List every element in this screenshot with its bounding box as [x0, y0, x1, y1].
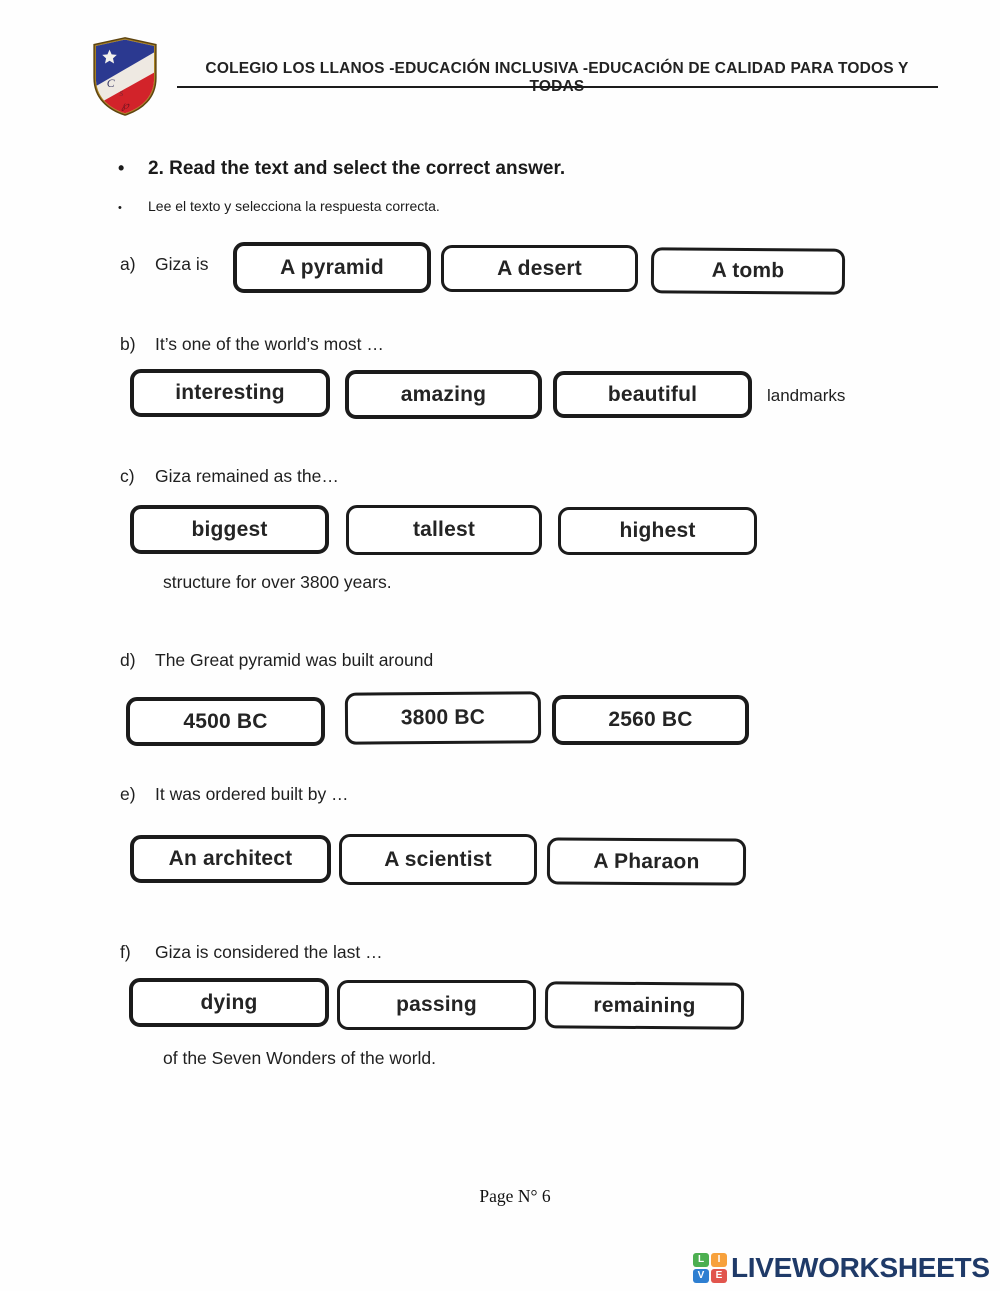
question-letter: f)	[120, 942, 131, 962]
option-dying[interactable]: dying	[129, 978, 329, 1027]
question-letter: e)	[120, 784, 136, 804]
option-4500bc[interactable]: 4500 BC	[126, 697, 325, 746]
liveworksheets-wordmark: LIVEWORKSHEETS	[731, 1252, 990, 1283]
bullet-icon: •	[118, 158, 125, 178]
question-c-continuation: structure for over 3800 years.	[163, 572, 392, 592]
school-header-text: COLEGIO LOS LLANOS -EDUCACIÓN INCLUSIVA …	[205, 60, 909, 95]
option-3800bc[interactable]: 3800 BC	[344, 691, 542, 745]
question-letter: a)	[120, 254, 136, 274]
bullet-icon: •	[118, 202, 122, 214]
tile-e: E	[711, 1269, 727, 1283]
option-beautiful[interactable]: beautiful	[553, 371, 752, 418]
question-f-continuation: of the Seven Wonders of the world.	[163, 1048, 437, 1068]
question-text: It’s one of the world’s most …	[155, 334, 384, 354]
question-e-label: e) It was ordered built by …	[120, 784, 349, 805]
option-2560bc[interactable]: 2560 BC	[552, 695, 749, 745]
school-crest-icon: C s ℘	[93, 37, 157, 116]
option-an-architect[interactable]: An architect	[130, 835, 331, 883]
svg-text:℘: ℘	[121, 100, 130, 112]
question-letter: b)	[120, 334, 136, 354]
option-passing[interactable]: passing	[337, 980, 536, 1030]
instruction-title: 2. Read the text and select the correct …	[148, 158, 566, 179]
option-a-tomb[interactable]: A tomb	[650, 247, 846, 295]
svg-text:C: C	[107, 76, 115, 90]
question-d-label: d) The Great pyramid was built around	[120, 650, 433, 671]
page-number: Page N° 6	[479, 1186, 551, 1206]
svg-text:s: s	[120, 88, 124, 99]
instruction-title-row: • 2. Read the text and select the correc…	[118, 158, 565, 180]
tile-i: I	[711, 1253, 727, 1267]
liveworksheets-logo[interactable]: L I V E LIVEWORKSHEETS	[693, 1252, 990, 1284]
question-text: Giza is	[155, 254, 209, 274]
option-remaining[interactable]: remaining	[544, 981, 745, 1030]
liveworksheets-tiles-icon: L I V E	[693, 1253, 727, 1283]
option-highest[interactable]: highest	[558, 507, 757, 555]
question-text: It was ordered built by …	[155, 784, 349, 804]
option-a-scientist[interactable]: A scientist	[339, 834, 537, 885]
question-a-label: a) Giza is	[120, 254, 208, 275]
question-text: The Great pyramid was built around	[155, 650, 434, 670]
question-letter: d)	[120, 650, 136, 670]
question-b-suffix: landmarks	[767, 386, 846, 405]
instruction-subtitle: Lee el texto y selecciona la respuesta c…	[148, 198, 440, 214]
option-a-pyramid[interactable]: A pyramid	[233, 242, 431, 293]
question-c-label: c) Giza remained as the…	[120, 466, 339, 487]
header-divider	[177, 86, 938, 88]
option-amazing[interactable]: amazing	[345, 370, 542, 419]
option-tallest[interactable]: tallest	[346, 505, 542, 555]
question-text: Giza is considered the last …	[155, 942, 383, 962]
question-f-label: f) Giza is considered the last …	[120, 942, 383, 963]
instruction-subtitle-row: • Lee el texto y selecciona la respuesta…	[118, 198, 440, 214]
tile-l: L	[693, 1253, 709, 1267]
question-b-label: b) It’s one of the world’s most …	[120, 334, 384, 355]
option-interesting[interactable]: interesting	[130, 369, 330, 417]
question-letter: c)	[120, 466, 135, 486]
question-text: Giza remained as the…	[155, 466, 339, 486]
option-biggest[interactable]: biggest	[130, 505, 329, 554]
option-a-pharaon[interactable]: A Pharaon	[546, 837, 747, 886]
option-a-desert[interactable]: A desert	[441, 245, 638, 292]
tile-v: V	[693, 1269, 709, 1283]
